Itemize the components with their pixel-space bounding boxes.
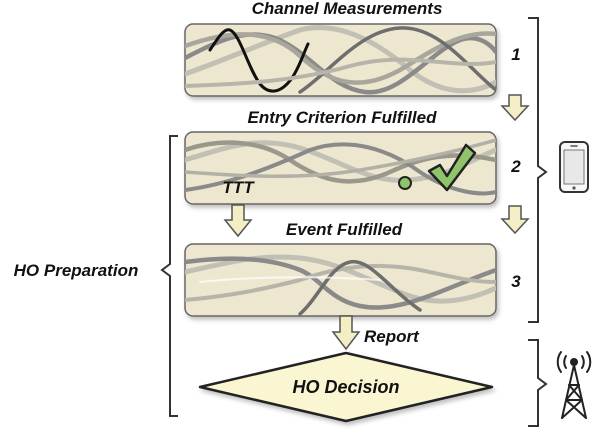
- stage-1-panel: [184, 23, 497, 97]
- stage-2-title: Entry Criterion Fulfilled: [248, 108, 438, 127]
- stage-3-number: 3: [511, 272, 521, 291]
- brace-icon: [160, 135, 178, 417]
- arrow-down-icon: [500, 94, 530, 122]
- brace-icon: [528, 339, 548, 427]
- decision-diamond: HO Decision: [198, 351, 494, 423]
- arrow-down-icon: [500, 205, 530, 235]
- stage-2-number: 2: [510, 157, 521, 176]
- dot-icon: [398, 176, 412, 190]
- ho-preparation-label: HO Preparation: [14, 261, 139, 280]
- ttt-label: TTT: [222, 178, 255, 197]
- decision-label: HO Decision: [292, 377, 399, 397]
- stage-3-waveforms: [185, 254, 496, 316]
- stage-1-title: Channel Measurements: [252, 0, 443, 18]
- stage-2-panel: [184, 131, 497, 205]
- smartphone-icon: [559, 141, 589, 193]
- stage-3-panel: [184, 243, 497, 317]
- cell-tower-icon: [556, 351, 592, 419]
- checkmark-icon: [427, 143, 477, 192]
- arrow-down-icon: [223, 204, 253, 238]
- stage-1-number: 1: [511, 45, 520, 64]
- stage-1-waveforms: [185, 25, 496, 95]
- brace-icon: [528, 17, 548, 323]
- report-label: Report: [364, 327, 420, 346]
- stage-3-title: Event Fulfilled: [286, 220, 403, 239]
- arrow-down-icon: [331, 315, 361, 351]
